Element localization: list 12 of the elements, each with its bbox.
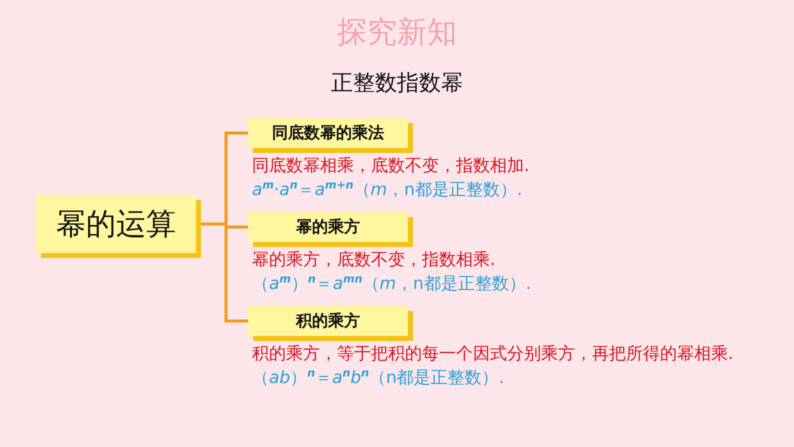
rule-text: 幂的乘方，底数不变，指数相乘. bbox=[252, 249, 496, 271]
subtitle: 正整数指数幂 bbox=[331, 70, 463, 98]
topic-box: 幂的运算 bbox=[36, 195, 196, 253]
formula-text: a$^{m}$·a$^{n}$＝a$^{m+n}$（m，n都是正整数）. bbox=[252, 178, 522, 201]
rule-text: 同底数幂相乘，底数不变，指数相加. bbox=[252, 155, 530, 177]
rule-text: 积的乘方，等于把积的每一个因式分别乘方，再把所得的幂相乘. bbox=[252, 343, 734, 365]
branch-box: 积的乘方 bbox=[248, 306, 408, 336]
slide-title: 探究新知 bbox=[337, 14, 457, 52]
branch-box: 同底数幂的乘法 bbox=[248, 118, 408, 148]
branch-box: 幂的乘方 bbox=[248, 212, 408, 242]
formula-text: （ab）$^{n}$＝a$^{n}$b$^{n}$（n都是正整数）. bbox=[252, 366, 504, 389]
formula-text: （a$^{m}$）$^{n}$＝a$^{mn}$（m，n都是正整数）. bbox=[252, 272, 532, 295]
